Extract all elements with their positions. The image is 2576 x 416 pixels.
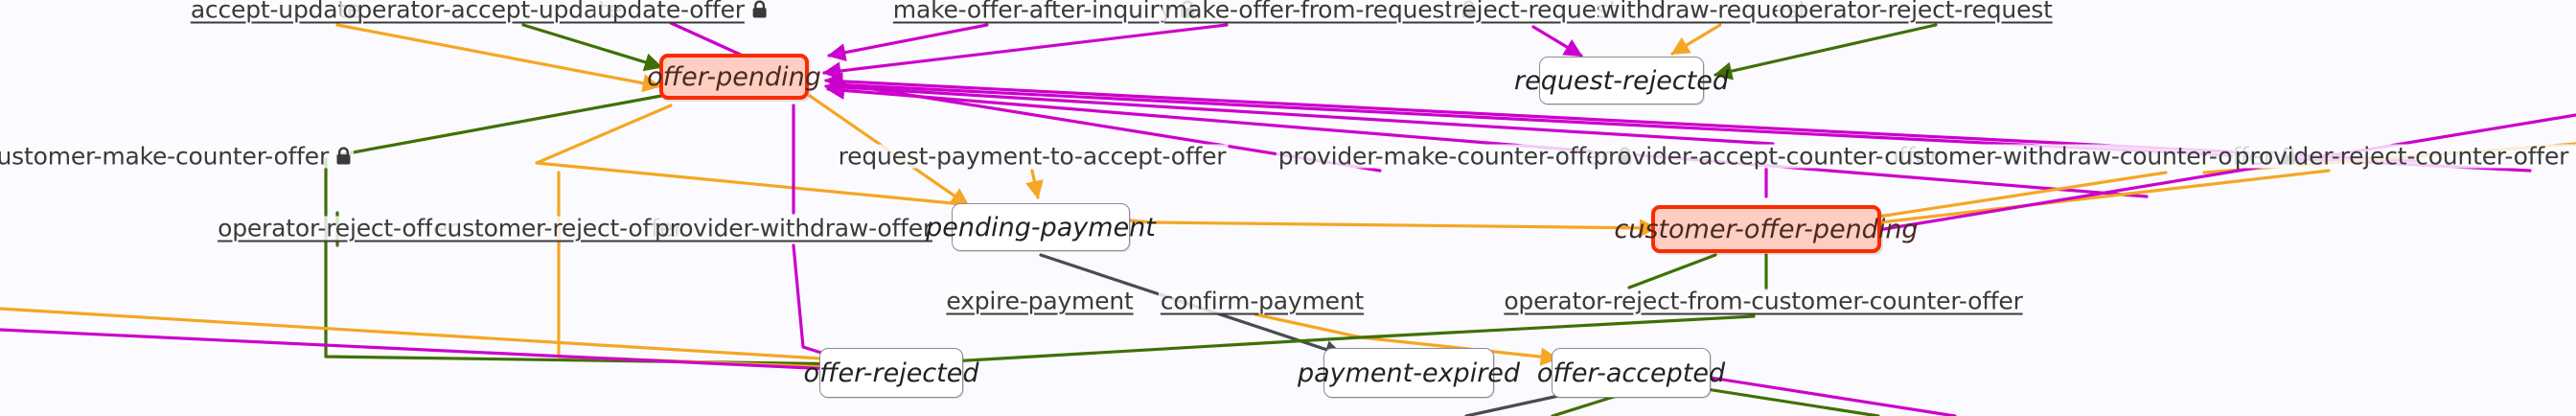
transition-label-text: withdraw-request: [1600, 0, 1807, 24]
edge-accept-update: [335, 23, 661, 93]
edge-offer-accepted-out-green: [1551, 393, 1622, 416]
transition-label-customer-make-counter-offer[interactable]: customer-make-counter-offer: [0, 142, 355, 171]
state-node-label: pending-payment: [926, 212, 1156, 243]
edge-offer-accepted-out-magenta: [1696, 374, 1957, 416]
transition-label-text: confirm-payment: [1160, 287, 1365, 315]
edge-reject-request: [1531, 25, 1583, 58]
state-node-label: customer-offer-pending: [1614, 214, 1919, 244]
state-node-pending-payment[interactable]: pending-payment: [926, 203, 1156, 251]
transition-label-reject-request[interactable]: reject-request: [1450, 0, 1621, 24]
edge-operator-reject-request: [1714, 23, 1938, 81]
transition-label-operator-accept-update[interactable]: operator-accept-update: [340, 0, 624, 22]
edge-customer-offer-pending-out-green: [1627, 253, 1717, 289]
edge-long-orange-to-offer-rejected: [0, 307, 855, 369]
transition-label-expire-payment[interactable]: expire-payment: [944, 287, 1136, 315]
edge-offer-accepted-out-green-2: [1692, 385, 1880, 416]
transition-label-text: operator-reject-from-customer-counter-of…: [1504, 287, 2023, 315]
transition-label-text: reject-request: [1452, 0, 1619, 24]
lock-icon: [335, 147, 352, 166]
state-node-offer-accepted[interactable]: offer-accepted: [1537, 348, 1725, 398]
transition-label-text: operator-reject-offer: [218, 214, 457, 243]
transition-label-make-offer-from-request[interactable]: make-offer-from-request: [1162, 0, 1479, 22]
state-node-label: offer-accepted: [1536, 358, 1726, 388]
transition-label-text: customer-make-counter-offer: [0, 142, 330, 171]
edge-request-payment-to-accept-offer: [1024, 169, 1044, 199]
state-node-customer-offer-pending[interactable]: customer-offer-pending: [1614, 205, 1919, 253]
transition-label-operator-reject-request[interactable]: operator-reject-request: [1777, 0, 2055, 24]
transition-label-text: expire-payment: [946, 287, 1134, 315]
edge-withdraw-request: [1670, 23, 1722, 56]
edge-counter-offer-to-offer-pending-c: [826, 81, 2149, 198]
edge-counter-offer-return-orange: [1876, 171, 2168, 219]
state-node-offer-rejected[interactable]: offer-rejected: [804, 348, 979, 398]
state-node-label: request-rejected: [1514, 65, 1729, 96]
transition-label-provider-make-counter-offer[interactable]: provider-make-counter-offer: [1276, 142, 1636, 171]
transition-label-provider-withdraw-offer[interactable]: provider-withdraw-offer: [653, 214, 934, 243]
transition-label-text: customer-withdraw-counter-offer: [1884, 142, 2273, 171]
state-node-label: offer-rejected: [803, 358, 979, 388]
transition-label-customer-reject-offer[interactable]: customer-reject-offer: [432, 214, 685, 243]
state-node-payment-expired[interactable]: payment-expired: [1298, 348, 1520, 398]
edge-magenta-cross-bottom-right: [1876, 113, 2576, 232]
transition-label-operator-reject-offer[interactable]: operator-reject-offer: [216, 214, 459, 243]
transition-label-text: provider-accept-counter-offer: [1593, 142, 1940, 171]
transition-label-text: make-offer-after-inquiry: [892, 0, 1174, 24]
transition-label-provider-reject-counter-offer[interactable]: provider-reject-counter-offer: [2232, 142, 2576, 171]
edge-green-from-offer-pending-left: [335, 94, 663, 157]
edge-offer-pending-to-customer-offer-pending: [535, 104, 1658, 238]
transition-label-text: request-payment-to-accept-offer: [838, 142, 1227, 171]
transition-label-accept-update[interactable]: accept-update: [188, 0, 364, 24]
transition-label-text: update-offer: [597, 0, 745, 24]
edge-make-offer-after-inquiry: [827, 23, 989, 62]
transition-label-text: provider-make-counter-offer: [1277, 142, 1611, 171]
transition-label-customer-withdraw-counter-offer[interactable]: customer-withdraw-counter-offer: [1882, 142, 2298, 171]
edge-customer-withdraw-counter-offer: [1878, 169, 2331, 224]
edge-operator-accept-update: [521, 23, 663, 72]
transition-label-text: customer-reject-offer: [434, 214, 683, 243]
edge-make-offer-from-request: [822, 23, 1229, 81]
edge-operator-reject-from-customer-counter-offer: [932, 314, 1756, 371]
transition-label-text: operator-reject-request: [1779, 0, 2053, 24]
transition-label-operator-reject-from-customer-counter-offer[interactable]: operator-reject-from-customer-counter-of…: [1502, 287, 2025, 315]
edge-customer-reject-offer: [557, 171, 855, 377]
transition-label-request-payment-to-accept-offer[interactable]: request-payment-to-accept-offer: [836, 142, 1229, 171]
transition-label-withdraw-request[interactable]: withdraw-request: [1598, 0, 1809, 22]
transition-label-text: provider-reject-counter-offer: [2234, 142, 2569, 171]
lock-icon: [751, 0, 768, 19]
edge-offer-accepted-out-gray: [1464, 391, 1574, 416]
edge-long-magenta-to-offer-rejected: [0, 328, 853, 379]
transition-label-text: make-offer-from-request: [1164, 0, 1454, 24]
state-node-offer-pending[interactable]: offer-pending: [647, 54, 821, 100]
transition-label-confirm-payment[interactable]: confirm-payment: [1158, 287, 1367, 315]
edge-counter-offer-to-offer-pending-b: [824, 78, 1775, 146]
transition-label-update-offer[interactable]: update-offer: [595, 0, 770, 22]
transition-label-make-offer-after-inquiry[interactable]: make-offer-after-inquiry: [890, 0, 1199, 24]
edge-provider-withdraw-offer-down: [792, 243, 860, 368]
transition-label-text: provider-withdraw-offer: [655, 214, 932, 243]
state-node-request-rejected[interactable]: request-rejected: [1514, 57, 1729, 104]
state-node-label: offer-pending: [647, 61, 821, 92]
state-node-label: payment-expired: [1297, 358, 1521, 388]
edge-update-offer: [669, 21, 745, 58]
transition-label-text: accept-update: [190, 0, 362, 24]
transition-label-text: operator-accept-update: [342, 0, 622, 24]
